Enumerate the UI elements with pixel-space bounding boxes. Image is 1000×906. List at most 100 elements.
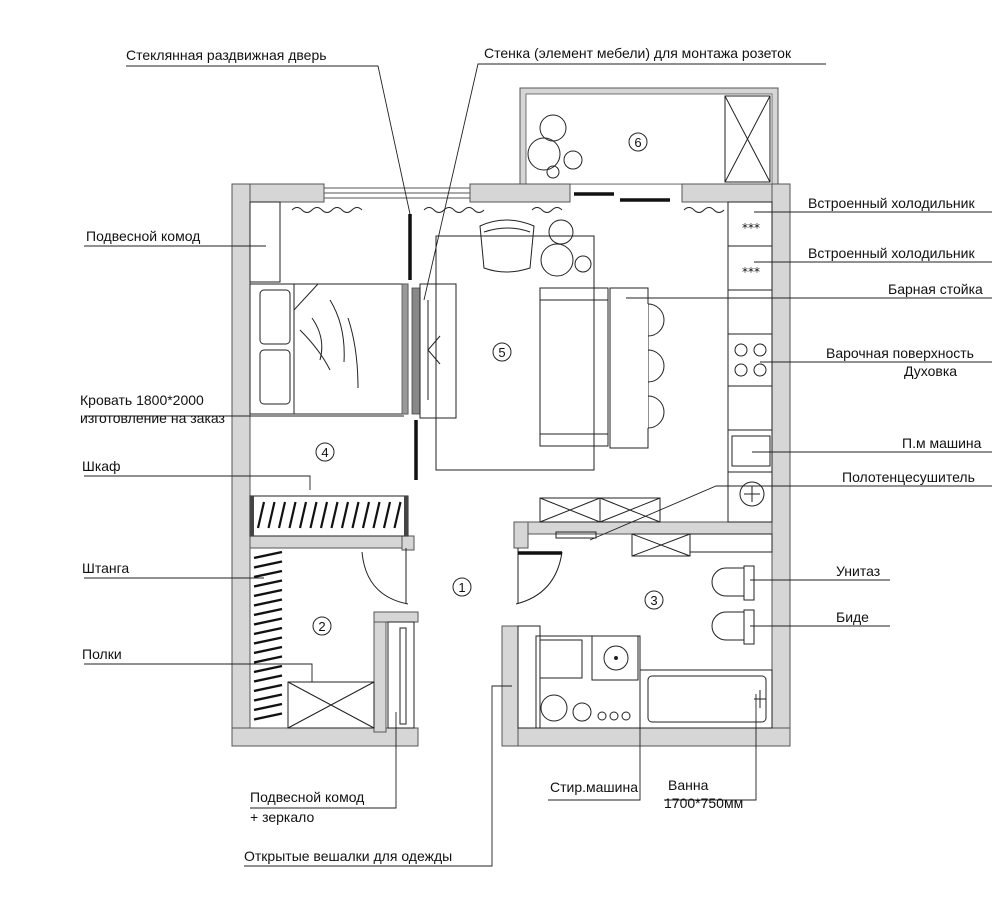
label-wardrobe: Шкаф: [82, 458, 121, 474]
closet-hanger: [253, 550, 283, 560]
living-room: [435, 219, 665, 471]
room-2: 2: [312, 616, 332, 636]
closet-hanger: [253, 560, 283, 569]
hanging-dresser: [249, 201, 281, 283]
bar-counter: [609, 287, 665, 449]
closet-shelves-box: [287, 681, 375, 729]
wardrobe-hanger: [256, 501, 266, 529]
svg-text:4: 4: [321, 445, 328, 460]
room-5: 5: [492, 342, 512, 362]
svg-text:6: 6: [634, 135, 641, 150]
wardrobe-hanger: [340, 501, 350, 529]
washing-machine: [517, 625, 641, 729]
fridge2-mark: ***: [742, 265, 760, 279]
label-bar-counter: Барная стойка: [888, 281, 983, 297]
room-4: 4: [315, 442, 335, 462]
label-open-hangers: Открытые вешалки для одежды: [244, 848, 452, 864]
fridge1-mark: ***: [742, 221, 760, 235]
closet: [253, 550, 415, 729]
closet-hanger: [253, 569, 283, 579]
balcony-cabinet: [724, 95, 771, 183]
plants: [540, 219, 592, 277]
wardrobe-hanger: [330, 501, 339, 529]
label-bath-1: Ванна: [668, 777, 709, 793]
toilet: [711, 565, 755, 601]
closet-hanger: [253, 636, 283, 645]
wardrobe-hanger: [319, 501, 329, 529]
label-glass-sliding-door: Стеклянная раздвижная дверь: [126, 47, 327, 63]
wardrobe-hanger: [372, 501, 381, 529]
wardrobe-hanger: [309, 501, 318, 529]
label-bed-1: Кровать 1800*2000: [80, 392, 204, 408]
label-fridge-2: Встроенный холодильник: [808, 245, 975, 261]
walls: [231, 183, 791, 747]
label-dishwasher: П.м машина: [902, 435, 982, 451]
label-towel-warmer: Полотенцесушитель: [842, 469, 975, 485]
dishwasher-box: [731, 435, 771, 467]
bedroom: [249, 201, 457, 480]
towel-warmer: [739, 481, 765, 507]
closet-hanger: [253, 664, 283, 674]
sofa: [539, 287, 609, 447]
closet-hanger: [253, 712, 283, 721]
bidet: [711, 609, 755, 645]
closet-hanger: [253, 645, 283, 655]
svg-text:5: 5: [498, 345, 505, 360]
label-bed-2: изготовление на заказ: [80, 410, 225, 426]
closet-hanger: [253, 626, 283, 636]
svg-text:1: 1: [458, 580, 465, 595]
closet-hanger: [253, 674, 283, 683]
room-6: 6: [628, 132, 648, 152]
svg-text:3: 3: [650, 593, 657, 608]
armchair: [479, 219, 535, 273]
wardrobe-hanger: [267, 501, 276, 529]
wardrobe: [249, 495, 409, 537]
label-hob: Варочная поверхность: [826, 345, 974, 361]
label-dresser-mirror-2: + зеркало: [250, 809, 314, 825]
label-bidet: Биде: [836, 609, 869, 625]
bathroom: [517, 533, 773, 729]
bathtub: [639, 669, 773, 729]
furniture-wall-panel: [411, 283, 457, 419]
rug: [435, 235, 595, 471]
closet-hanger: [253, 588, 283, 598]
label-toilet: Унитаз: [836, 563, 880, 579]
closet-hanger: [253, 693, 283, 702]
wardrobe-hanger: [393, 501, 402, 529]
svg-text:2: 2: [318, 619, 325, 634]
closet-hanger: [253, 683, 283, 693]
label-fridge-1: Встроенный холодильник: [808, 195, 975, 211]
room-numbers: 1 2 3 4 5 6: [312, 132, 664, 636]
label-washing-machine: Стир.машина: [550, 779, 638, 795]
label-shelves: Полки: [82, 646, 122, 662]
wardrobe-hanger: [351, 501, 360, 529]
closet-hanger: [253, 579, 283, 588]
leader-lines: [84, 63, 992, 867]
room-3: 3: [644, 590, 664, 610]
dresser-mirror: [387, 621, 415, 729]
label-bath-2: 1700*750мм: [664, 795, 743, 811]
doors: [361, 548, 563, 605]
closet-hanger: [253, 598, 283, 607]
balcony: [519, 87, 779, 185]
wardrobe-hanger: [298, 501, 308, 529]
kitchen: *** ***: [727, 201, 773, 523]
closet-hanger: [253, 617, 283, 626]
closet-hanger: [253, 702, 283, 712]
balcony-plants: [527, 114, 583, 179]
wardrobe-hanger: [361, 501, 371, 529]
label-furniture-wall: Стенка (элемент мебели) для монтажа розе…: [484, 45, 792, 61]
wardrobe-hanger: [382, 501, 392, 529]
labels: Стеклянная раздвижная дверь Стенка (элем…: [80, 45, 983, 864]
wardrobe-hanger: [288, 501, 297, 529]
bed: [249, 283, 409, 415]
label-rod: Штанга: [82, 560, 129, 576]
label-dresser-mirror-1: Подвесной комод: [250, 789, 364, 805]
room-1: 1: [452, 577, 472, 597]
wardrobe-hanger: [277, 501, 287, 529]
curtains: [291, 207, 725, 213]
closet-hanger: [253, 607, 283, 617]
label-oven: Духовка: [904, 363, 957, 379]
closet-hanger: [253, 655, 283, 664]
